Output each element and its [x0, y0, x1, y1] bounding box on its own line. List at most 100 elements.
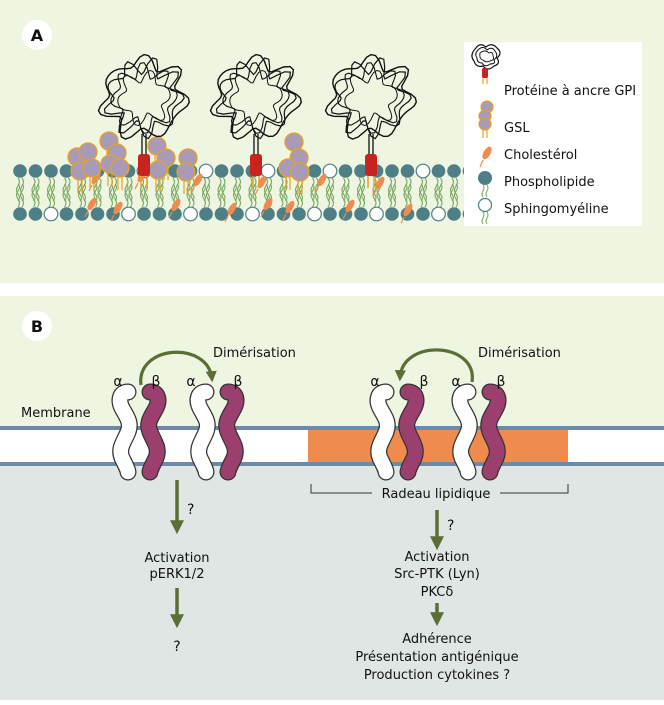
raft-label: Radeau lipidique — [382, 487, 491, 502]
panel-b: B Membrane Dimérisation Dimérisation α β… — [0, 296, 664, 700]
gpi-anchored-protein — [324, 53, 418, 188]
lipid-tail — [434, 183, 439, 208]
lipid-tail — [310, 177, 315, 202]
integrin-alpha-chain — [189, 383, 216, 481]
lipid-tail — [128, 183, 133, 208]
integrin-alpha-chain — [369, 383, 396, 481]
lipid-tail — [279, 183, 284, 208]
lipid-tail — [248, 183, 253, 208]
lipid-tail — [356, 183, 362, 208]
lipid-tail — [35, 177, 40, 202]
lipid-tail — [453, 183, 459, 208]
lipid-tail — [46, 183, 52, 208]
integrins — [111, 383, 507, 481]
sphingomyelin-head — [431, 206, 446, 222]
lipid-tail — [62, 177, 67, 202]
lipid-tail — [205, 177, 211, 202]
lipid-tail — [341, 183, 346, 208]
lipid-tail — [279, 177, 284, 202]
integrin-beta-chain — [218, 383, 245, 481]
left-perk-label: pERK1/2 — [150, 567, 205, 582]
lipid-tail — [236, 177, 242, 202]
lipid-tail — [403, 177, 408, 202]
lipid-tail — [263, 177, 269, 202]
lipid-tail — [438, 183, 443, 208]
lipid-tail — [407, 177, 412, 202]
left-question-1: ? — [187, 502, 194, 518]
lipid-tail — [438, 177, 443, 202]
lipid-tail — [97, 177, 102, 202]
phospholipid-head — [400, 164, 415, 178]
legend-cholesterol-label: Cholestérol — [504, 148, 577, 163]
cholesterol — [168, 198, 181, 219]
alpha-label: α — [186, 374, 195, 390]
cholesterol — [260, 197, 273, 218]
phospholipid-head — [385, 207, 399, 221]
phospholipid-head — [59, 164, 74, 178]
lipid-tail — [325, 177, 331, 202]
right-activation-label: Activation — [404, 550, 469, 565]
phospholipid-head — [90, 207, 105, 221]
cholesterol — [84, 197, 97, 218]
alpha-label: α — [113, 374, 122, 390]
lipid-tail — [112, 177, 118, 202]
integrin-beta-chain — [398, 383, 425, 481]
phospholipid-head — [13, 164, 27, 178]
lipid-tail — [128, 177, 133, 202]
lipid-tail — [201, 177, 207, 202]
gsl — [147, 136, 198, 194]
alpha-label: α — [451, 374, 460, 390]
right-pkc-label: PKCδ — [421, 585, 454, 600]
sphingomyelin-head — [43, 206, 59, 222]
phospholipid-head — [152, 207, 167, 221]
phospholipid-head — [214, 164, 229, 178]
alpha-label: α — [370, 374, 379, 390]
lipid-tail — [139, 183, 145, 208]
lipid-tail — [232, 177, 238, 202]
phospholipid-head — [447, 164, 461, 178]
lipid-tail — [418, 177, 424, 202]
cholesterol — [372, 176, 385, 197]
lipid-bilayer — [13, 53, 477, 224]
integrin-alpha-chain — [111, 383, 138, 481]
legend: Protéine à ancre GPI GSL Cholestérol Pho… — [464, 42, 642, 226]
lipid-tail — [50, 183, 56, 208]
legend-gsl-label: GSL — [504, 121, 530, 136]
gsl — [99, 131, 130, 190]
panel-a-badge — [22, 20, 52, 50]
gpi-anchored-protein — [209, 53, 303, 188]
phospholipid-head — [431, 164, 446, 178]
lipid-tail — [124, 183, 129, 208]
lipid-tail — [155, 183, 160, 208]
phospholipid-head — [416, 207, 430, 221]
lipid-tail — [19, 177, 25, 202]
lipid-tail — [139, 177, 145, 202]
cholesterol — [282, 200, 295, 221]
lipid-tail — [283, 183, 288, 208]
right-question: ? — [447, 518, 454, 534]
lipid-tail — [360, 177, 366, 202]
right-outcome-2: Présentation antigénique — [355, 650, 518, 665]
membrane-outer-line — [0, 426, 664, 430]
sphingomyelin-head — [198, 163, 214, 179]
cholesterol — [254, 175, 267, 196]
phospholipid-head — [44, 164, 58, 178]
lipid-tail — [66, 177, 71, 202]
lipid-tail — [124, 177, 129, 202]
lipid-tail — [97, 183, 102, 208]
legend-gpi-label: Protéine à ancre GPI — [504, 84, 636, 99]
lipid-tail — [387, 183, 393, 208]
sphingomyelin-head — [415, 163, 431, 179]
cholesterol-legend-icon — [479, 146, 492, 168]
legend-phospholipid-label: Phospholipide — [504, 175, 595, 190]
phospholipid-head — [75, 207, 89, 221]
lipid-tail — [252, 177, 257, 202]
lipid-tail — [46, 177, 52, 202]
phospholipid-head — [292, 207, 306, 221]
dimerisation-arrow-left — [139, 350, 217, 386]
sphingomyelin-head — [369, 206, 384, 222]
cholesterol — [190, 173, 203, 194]
lipid-tail — [356, 177, 362, 202]
beta-label: β — [497, 374, 506, 390]
